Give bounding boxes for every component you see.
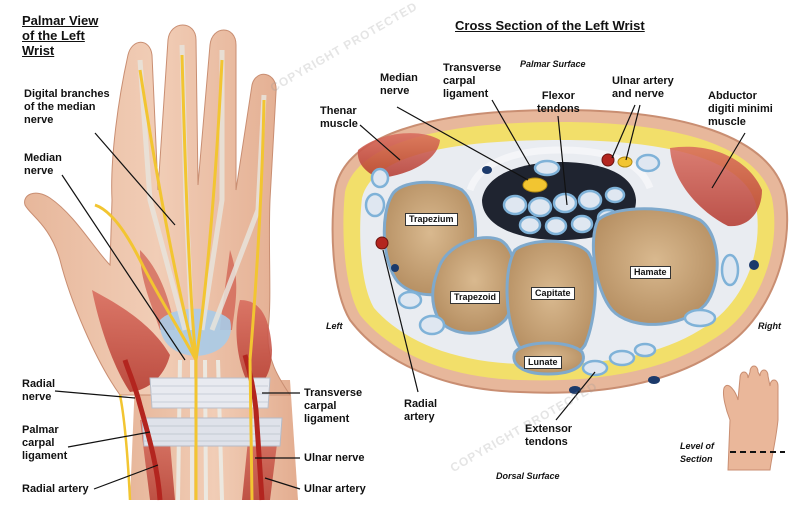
bone-label-hamate: Hamate (630, 266, 671, 279)
label-transverse-carpal-ligament-right: Transverse carpal ligament (443, 62, 501, 101)
label-ulnar-artery-nerve: Ulnar artery and nerve (612, 75, 674, 101)
label-radial-artery-left: Radial artery (22, 483, 89, 496)
wrist-cross-section (333, 110, 788, 394)
label-palmar-carpal-ligament: Palmar carpal ligament (22, 424, 67, 463)
label-right-side: Right (758, 320, 781, 333)
palmar-carpal-ligament (142, 418, 282, 446)
label-ulnar-artery: Ulnar artery (304, 483, 366, 496)
label-left-side: Left (326, 320, 343, 333)
bone-label-trapezoid: Trapezoid (450, 291, 500, 304)
right-panel-title: Cross Section of the Left Wrist (455, 18, 645, 33)
label-ulnar-nerve: Ulnar nerve (304, 452, 365, 465)
bone-label-capitate: Capitate (531, 287, 575, 300)
label-radial-nerve: Radial nerve (22, 378, 55, 404)
level-of-section-hand (723, 366, 785, 470)
label-digital-branches: Digital branches of the median nerve (24, 88, 110, 127)
label-extensor-tendons: Extensor tendons (525, 423, 572, 449)
left-panel-title: Palmar View of the Left Wrist (22, 13, 98, 58)
label-median-nerve-right: Median nerve (380, 72, 418, 98)
bone-label-lunate: Lunate (524, 356, 562, 369)
label-flexor-tendons: Flexor tendons (537, 90, 580, 116)
median-nerve-section (523, 178, 547, 192)
bone-label-trapezium: Trapezium (405, 213, 458, 226)
label-palmar-surface: Palmar Surface (520, 58, 586, 71)
radial-artery-section (376, 237, 388, 249)
ulnar-artery-section (602, 154, 614, 166)
label-abductor-digiti-minimi: Abductor digiti minimi muscle (708, 90, 773, 129)
label-level-of-section: Level of Section (680, 440, 714, 466)
radial-nerve (120, 395, 130, 500)
label-transverse-carpal-ligament-left: Transverse carpal ligament (304, 387, 362, 426)
label-median-nerve-left: Median nerve (24, 152, 62, 178)
ulnar-nerve-section (618, 157, 632, 167)
label-radial-artery-right: Radial artery (404, 398, 437, 424)
label-thenar-muscle: Thenar muscle (320, 105, 358, 131)
label-dorsal-surface: Dorsal Surface (496, 470, 560, 483)
